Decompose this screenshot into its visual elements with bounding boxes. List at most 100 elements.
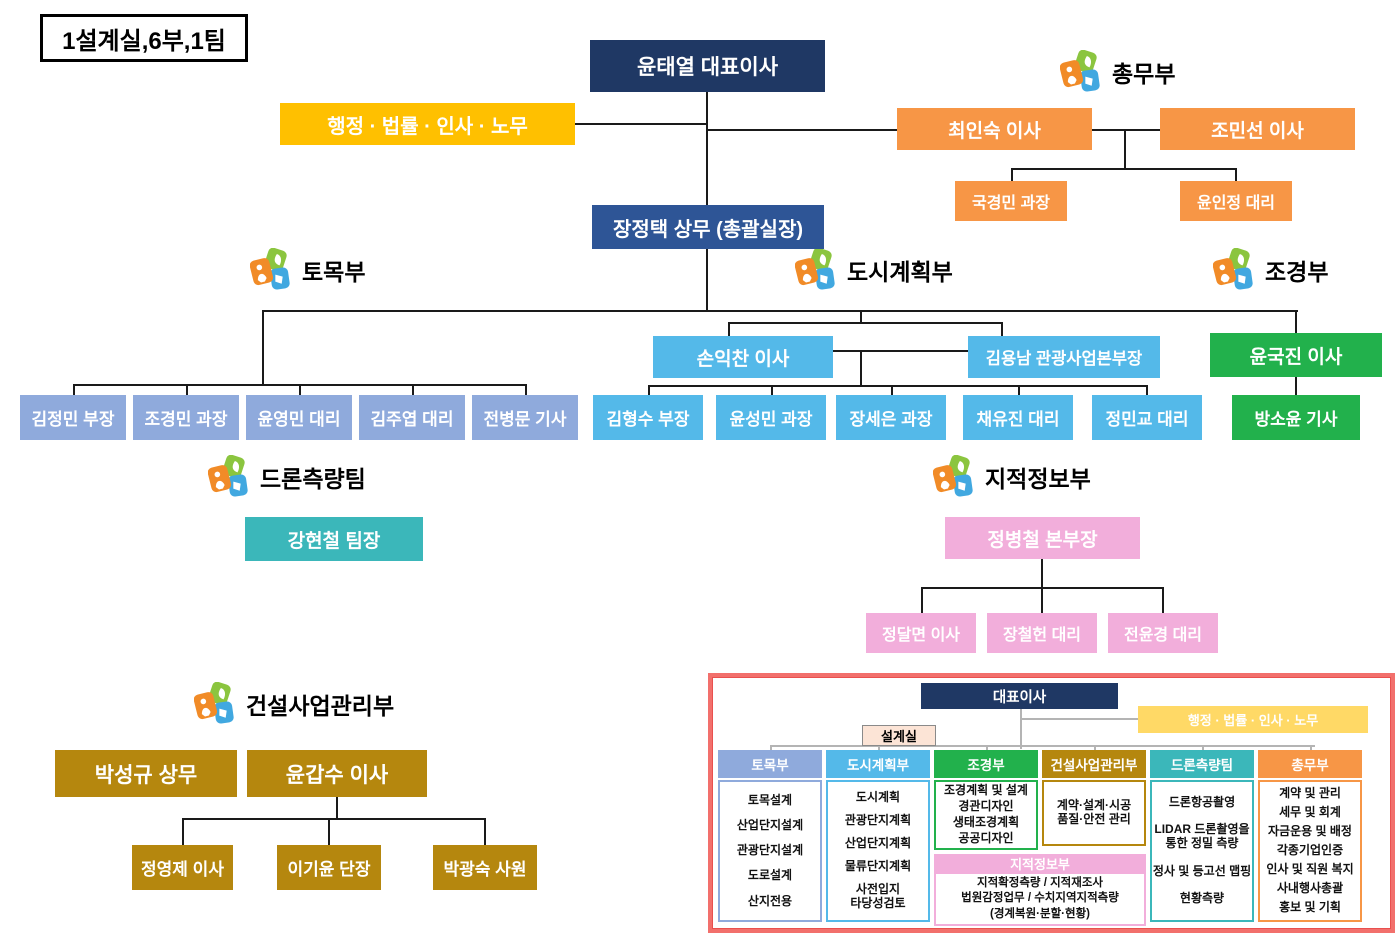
connector bbox=[1235, 168, 1237, 181]
dept-logo-icon bbox=[933, 455, 973, 499]
mini-header-landscape: 조경부 bbox=[934, 750, 1038, 778]
mini-list-item: 법원감정업무 / 수치지역지적측량 bbox=[961, 892, 1119, 905]
connector bbox=[921, 587, 923, 613]
mini-connector bbox=[770, 745, 1315, 747]
mini-list-item: 조경계획 및 설계 bbox=[944, 783, 1028, 798]
section-label-general-affairs: 총무부 bbox=[1060, 50, 1175, 94]
org-box-civil-member: 조경민 과장 bbox=[133, 395, 239, 440]
section-label-cadastral: 지적정보부 bbox=[933, 455, 1091, 499]
mini-connector bbox=[770, 745, 772, 754]
mini-box-admin-support: 행정 · 법률 · 인사 · 노무 bbox=[1138, 706, 1368, 733]
mini-list-item: (경계복원·분할·현황) bbox=[990, 908, 1090, 921]
connector bbox=[707, 129, 897, 131]
section-label-urban: 도시계획부 bbox=[795, 248, 953, 292]
connector bbox=[73, 384, 75, 395]
mini-list-item: 자금운용 및 배정 bbox=[1268, 824, 1352, 839]
mini-connector bbox=[1020, 718, 1142, 720]
mini-list-item: 산업단지계획 bbox=[844, 836, 912, 851]
mini-list-item: 공공디자인 bbox=[958, 831, 1014, 846]
connector bbox=[1162, 587, 1164, 613]
mini-list-item: 드론항공촬영 bbox=[1168, 794, 1236, 809]
connector bbox=[1146, 385, 1148, 395]
org-box-head-jungbc: 정병철 본부장 bbox=[945, 517, 1140, 559]
mini-list-item: 생태조경계획 bbox=[952, 815, 1020, 830]
org-box-director-yoonkj: 윤국진 이사 bbox=[1210, 333, 1382, 377]
mini-header-civil: 토목부 bbox=[718, 750, 822, 778]
mini-list-item: 산업단지설계 bbox=[736, 817, 804, 832]
section-title: 도시계획부 bbox=[847, 259, 953, 285]
org-box-admin-support: 행정 · 법률 · 인사 · 노무 bbox=[280, 103, 575, 145]
connector bbox=[182, 818, 486, 820]
dept-logo-icon bbox=[194, 682, 234, 726]
org-box-coo: 장정택 상무 (총괄실장) bbox=[592, 205, 824, 249]
org-box-urban-member: 장세은 과장 bbox=[836, 395, 946, 440]
dept-logo-icon bbox=[208, 455, 248, 499]
section-title: 조경부 bbox=[1265, 259, 1329, 285]
connector bbox=[525, 384, 527, 395]
org-box-urban-member: 김형수 부장 bbox=[593, 395, 703, 440]
section-label-civil: 토목부 bbox=[250, 248, 365, 292]
org-box-civil-member: 김주엽 대리 bbox=[359, 395, 465, 440]
mini-box-design-room: 설계실 bbox=[862, 725, 936, 746]
org-box-exec-yoongs: 윤갑수 이사 bbox=[247, 750, 427, 797]
org-box-staff-bang: 방소윤 기사 bbox=[1232, 395, 1360, 440]
connector bbox=[706, 92, 708, 205]
section-label-drone: 드론측량팀 bbox=[208, 455, 366, 499]
connector bbox=[262, 310, 264, 384]
org-box-exec-parksk: 박성규 상무 bbox=[55, 750, 237, 797]
connector bbox=[833, 350, 968, 352]
mini-header-cadastral: 지적정보부 bbox=[934, 854, 1146, 872]
connector bbox=[1295, 377, 1297, 395]
mini-header-general: 총무부 bbox=[1258, 750, 1362, 778]
org-box-cadastral-member: 정달면 이사 bbox=[866, 613, 976, 653]
mini-list-item: 산지전용 bbox=[747, 893, 793, 908]
section-title: 토목부 bbox=[302, 259, 366, 285]
org-box-civil-member: 윤영민 대리 bbox=[246, 395, 352, 440]
org-box-director-jo: 조민선 이사 bbox=[1160, 108, 1355, 150]
section-title: 총무부 bbox=[1112, 61, 1176, 87]
org-box-construction-member: 박광숙 사원 bbox=[433, 845, 537, 890]
mini-list-item: 지적확정측량 / 지적재조사 bbox=[977, 876, 1103, 889]
dept-logo-icon bbox=[795, 248, 835, 292]
org-box-urban-member: 채유진 대리 bbox=[963, 395, 1073, 440]
mini-connector bbox=[1310, 745, 1312, 754]
connector bbox=[484, 818, 486, 845]
mini-list-item: 경관디자인 bbox=[958, 799, 1014, 814]
mini-list-item: 홍보 및 기획 bbox=[1279, 899, 1341, 914]
mini-list-item: 세무 및 회계 bbox=[1279, 805, 1341, 820]
mini-list-item: 도시계획 bbox=[855, 790, 901, 805]
connector bbox=[706, 249, 708, 310]
org-box-staff-guk: 국경민 과장 bbox=[955, 181, 1067, 221]
connector bbox=[1295, 310, 1297, 333]
connector bbox=[412, 384, 414, 395]
mini-header-drone: 드론측량팀 bbox=[1150, 750, 1254, 778]
connector bbox=[860, 310, 862, 322]
summary-badge: 1설계실,6부,1팀 bbox=[40, 14, 248, 62]
org-box-director-kimyn: 김용남 관광사업본부장 bbox=[968, 336, 1160, 378]
org-box-staff-yoonij: 윤인정 대리 bbox=[1180, 181, 1292, 221]
mini-list-item: 정사 및 등고선 맵핑 bbox=[1152, 863, 1252, 878]
mini-header-construction: 건설사업관리부 bbox=[1042, 750, 1146, 778]
connector bbox=[328, 818, 330, 845]
mini-org-chart: 대표이사 행정 · 법률 · 인사 · 노무 설계실 토목부 도시계획부 조경부… bbox=[708, 673, 1395, 933]
mini-list-item: 계약 및 관리 bbox=[1279, 786, 1341, 801]
mini-list-item: 사전입지 타당성검토 bbox=[850, 882, 906, 910]
mini-list-item: 관광단지설계 bbox=[736, 843, 804, 858]
connector bbox=[182, 818, 184, 845]
mini-list-construction: 계약·설계·시공 품질·안전 관리 bbox=[1042, 780, 1146, 846]
org-box-cadastral-member: 장철헌 대리 bbox=[987, 613, 1097, 653]
section-title: 드론측량팀 bbox=[260, 466, 366, 492]
org-box-civil-member: 전병문 기사 bbox=[472, 395, 578, 440]
connector bbox=[1018, 385, 1020, 395]
mini-list-item: 토목설계 bbox=[747, 792, 793, 807]
connector bbox=[728, 322, 1002, 324]
connector bbox=[336, 797, 338, 818]
mini-list-item: 관광단지계획 bbox=[844, 813, 912, 828]
